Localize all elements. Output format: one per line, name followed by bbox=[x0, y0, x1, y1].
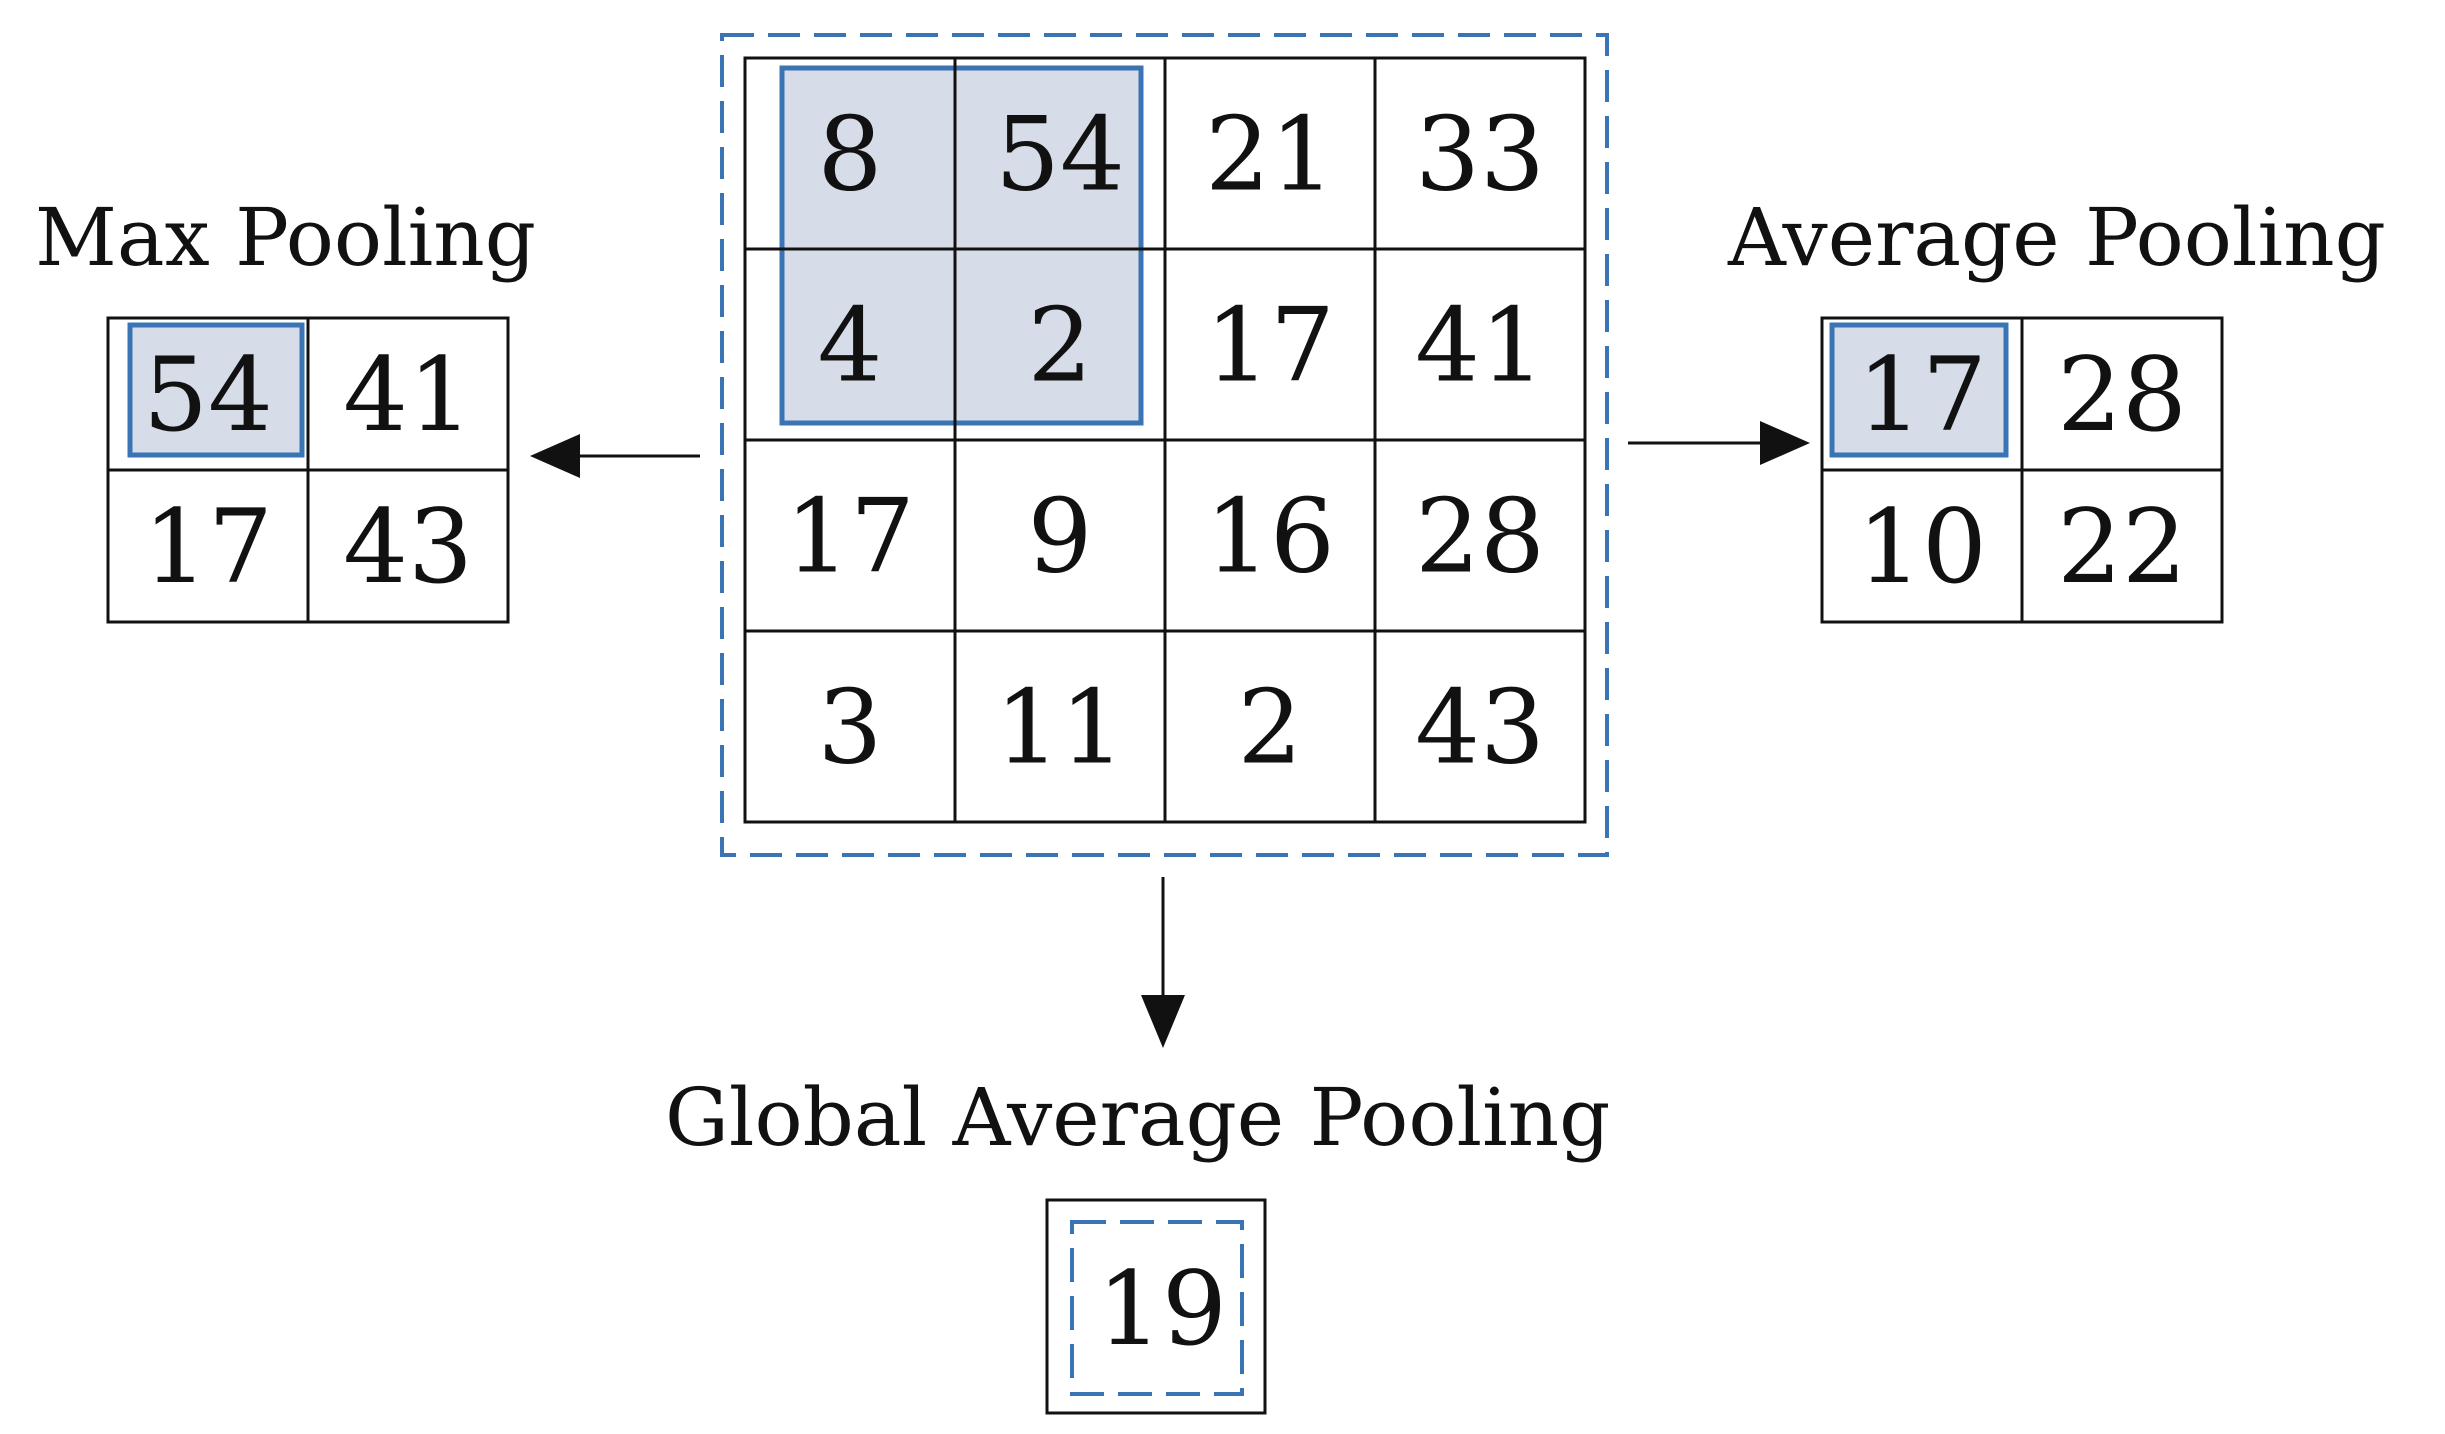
average-pooling-grid bbox=[1820, 316, 2224, 624]
input-cell-value: 43 bbox=[1415, 669, 1545, 788]
average-pooling-cell-value: 10 bbox=[1857, 488, 1987, 607]
input-grid bbox=[743, 56, 1587, 824]
max-pooling-panel: Max Pooling 54 41 17 43 bbox=[35, 191, 536, 624]
input-cell-value: 9 bbox=[1028, 478, 1093, 597]
input-cell-border bbox=[1373, 629, 1587, 824]
max-pooling-grid bbox=[106, 316, 510, 624]
input-cell-value: 21 bbox=[1205, 96, 1335, 215]
input-cells: 8 54 21 33 4 2 17 41 17 9 16 28 3 11 2 43 bbox=[785, 96, 1545, 788]
input-dashed-boundary bbox=[720, 33, 1609, 857]
global-average-pooling-dashed-box bbox=[1070, 1220, 1244, 1396]
input-cell-value: 2 bbox=[1238, 669, 1303, 788]
global-average-pooling-value: 19 bbox=[1097, 1250, 1227, 1369]
global-average-pooling-panel: Global Average Pooling 19 bbox=[665, 1071, 1610, 1415]
input-cell-value: 17 bbox=[785, 478, 915, 597]
arrow-to-max-pooling bbox=[530, 434, 700, 478]
average-pooling-cell-border bbox=[2020, 468, 2224, 624]
input-feature-map: 8 54 21 33 4 2 17 41 17 9 16 28 3 11 2 43 bbox=[720, 33, 1609, 857]
input-cell-value: 2 bbox=[1028, 287, 1093, 406]
input-cell-value: 4 bbox=[818, 287, 883, 406]
input-cell-value: 16 bbox=[1205, 478, 1335, 597]
max-pooling-cell-value: 41 bbox=[343, 336, 473, 455]
average-pooling-panel: Average Pooling 17 28 10 22 bbox=[1727, 191, 2386, 624]
input-cell-value: 8 bbox=[818, 96, 883, 215]
pooling-window-highlight bbox=[779, 65, 1144, 426]
average-pooling-cell-value: 22 bbox=[2057, 488, 2187, 607]
average-pooling-cell-value: 28 bbox=[2057, 336, 2187, 455]
max-pooling-cell-value: 43 bbox=[343, 488, 473, 607]
arrow-to-average-pooling bbox=[1628, 421, 1810, 465]
max-pooling-cell-border bbox=[306, 468, 510, 624]
arrow-to-global-average-pooling bbox=[1141, 877, 1185, 1048]
max-pooling-cell-value: 17 bbox=[143, 488, 273, 607]
average-pooling-cells: 17 28 10 22 bbox=[1857, 336, 2187, 607]
global-average-pooling-outer-box bbox=[1045, 1198, 1267, 1415]
input-cell-value: 33 bbox=[1415, 96, 1545, 215]
input-cell-value: 41 bbox=[1415, 287, 1545, 406]
input-cell-value: 28 bbox=[1415, 478, 1545, 597]
average-pooling-title: Average Pooling bbox=[1727, 191, 2386, 284]
max-pooling-cell-value: 54 bbox=[143, 336, 273, 455]
max-pooling-cells: 54 41 17 43 bbox=[143, 336, 473, 607]
global-average-pooling-title: Global Average Pooling bbox=[665, 1071, 1610, 1164]
average-pooling-cell-value: 17 bbox=[1857, 336, 1987, 455]
max-pooling-title: Max Pooling bbox=[35, 191, 536, 284]
input-cell-value: 54 bbox=[995, 96, 1125, 215]
average-pooling-highlight bbox=[1829, 322, 2009, 458]
input-cell-value: 17 bbox=[1205, 287, 1335, 406]
max-pooling-highlight bbox=[127, 322, 305, 458]
input-cell-value: 11 bbox=[995, 669, 1125, 788]
input-cell-value: 3 bbox=[818, 669, 883, 788]
